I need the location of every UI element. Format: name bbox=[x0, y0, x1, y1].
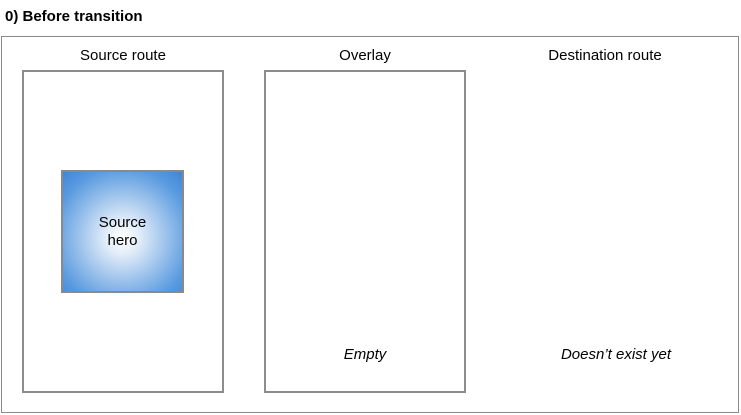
source-hero-label: Source hero bbox=[98, 213, 147, 249]
destination-note: Doesn’t exist yet bbox=[560, 346, 672, 363]
overlay-label: Overlay bbox=[339, 47, 391, 64]
diagram-title: 0) Before transition bbox=[5, 8, 143, 25]
diagram-frame bbox=[1, 36, 739, 413]
overlay-empty-note: Empty bbox=[343, 346, 387, 363]
source-route-label: Source route bbox=[80, 47, 166, 64]
source-route-panel bbox=[22, 70, 224, 393]
destination-route-label: Destination route bbox=[548, 47, 662, 64]
overlay-panel bbox=[264, 70, 466, 393]
source-hero-box: Source hero bbox=[61, 170, 184, 293]
